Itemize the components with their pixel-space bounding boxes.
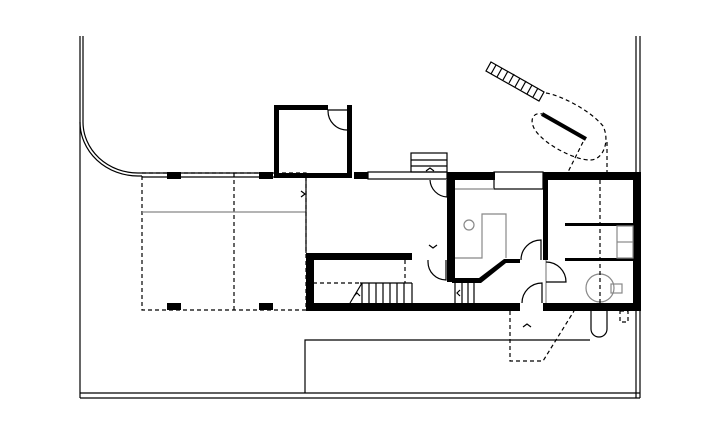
entrance-ramp: [509, 310, 575, 362]
outdoor-stair: [485, 61, 608, 173]
entrance: [354, 152, 448, 249]
staircase: [349, 282, 405, 304]
pillar: [259, 303, 273, 310]
sink-icon: [463, 219, 475, 231]
terrace: [304, 339, 590, 393]
pillar: [167, 303, 181, 310]
carport: [141, 172, 307, 311]
pillar: [259, 172, 273, 179]
bathroom: [545, 180, 634, 338]
stair-room: [313, 260, 543, 304]
kitchen: [455, 213, 542, 261]
house-walls: [306, 171, 641, 311]
site-boundary: [79, 36, 641, 399]
small-staircase: [454, 283, 475, 303]
pillar: [167, 172, 181, 179]
shed: [274, 105, 352, 178]
